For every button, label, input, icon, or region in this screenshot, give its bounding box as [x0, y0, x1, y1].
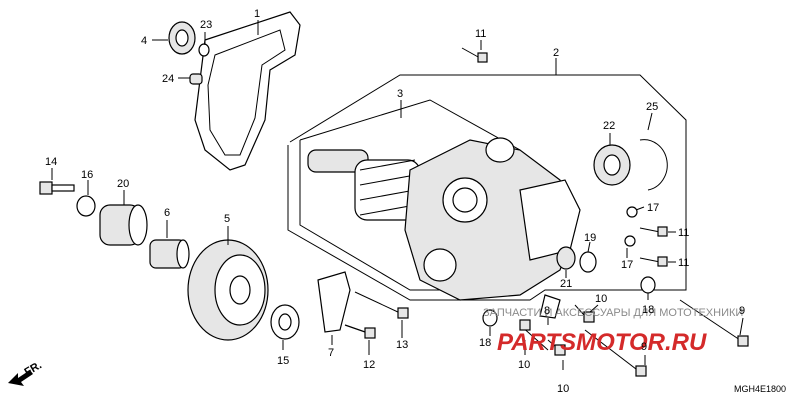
bracket-part-7	[317, 271, 351, 333]
bolt-part-10-a	[574, 304, 595, 323]
watermark-tagline: ЗАПЧАСТИ И АКСЕССУАРЫ ДЛЯ МОТОТЕХНИКИ	[483, 307, 743, 319]
washer-part-17-a	[626, 206, 638, 218]
front-marker-label: FR.	[23, 359, 44, 378]
gear-part-5	[187, 239, 269, 341]
gasket-part	[194, 11, 301, 171]
callout-19: 19	[584, 232, 596, 244]
callout-17-b: 17	[621, 259, 633, 271]
washer-part-17-b	[624, 235, 636, 247]
callout-8: 8	[544, 305, 550, 317]
callout-10-c: 10	[557, 383, 569, 395]
bolt-part-11-mid	[639, 226, 668, 237]
collar-part-6	[149, 239, 190, 269]
callout-13: 13	[396, 339, 408, 351]
callout-22: 22	[603, 120, 615, 132]
callout-18-left: 18	[479, 337, 491, 349]
leader-lines	[51, 20, 744, 370]
callout-21: 21	[560, 278, 572, 290]
bearing-part-22	[593, 144, 631, 186]
callout-9-bottom: 9	[641, 341, 647, 353]
bolt-part-13	[354, 291, 409, 319]
washer-part-15	[270, 304, 300, 340]
seal-part-19	[579, 251, 597, 273]
callout-23: 23	[200, 19, 212, 31]
diagram-code: MGH4E1800	[734, 384, 786, 394]
callout-24: 24	[162, 73, 174, 85]
callout-7: 7	[328, 347, 334, 359]
callout-18-right: 18	[642, 304, 654, 316]
callout-11-low: 11	[678, 257, 689, 269]
bolt-part-10-c	[547, 339, 566, 356]
oil-seal-part	[168, 21, 196, 55]
callout-17-a: 17	[647, 202, 659, 214]
callout-20: 20	[117, 178, 129, 190]
callout-11-top: 11	[475, 28, 486, 40]
callout-15: 15	[277, 355, 289, 367]
bolt-part-14	[39, 181, 75, 195]
callout-2: 2	[553, 47, 559, 59]
watermark-brand: PARTSMOTOR.RU	[497, 329, 707, 356]
bolt-part-11-low	[639, 256, 668, 267]
bolt-part-11-top	[461, 47, 488, 63]
circlip-part	[639, 139, 668, 191]
callout-6: 6	[164, 207, 170, 219]
bolt-part-10-b	[519, 319, 549, 351]
bolt-part-9-a	[679, 299, 749, 347]
callout-1: 1	[254, 8, 260, 20]
bolt-part-12	[344, 324, 376, 339]
bearing-part-20	[99, 204, 148, 246]
callout-5: 5	[224, 213, 230, 225]
washer-part-18-b	[640, 276, 656, 294]
front-arrow-icon	[8, 370, 33, 386]
gearcase-housing-part	[307, 137, 581, 301]
seal-part-21	[556, 246, 576, 270]
callout-9-right: 9	[739, 305, 745, 317]
dowel-pin-part	[189, 73, 203, 85]
callout-25: 25	[646, 101, 658, 113]
washer-part	[198, 43, 210, 57]
callout-3: 3	[397, 88, 403, 100]
callout-12: 12	[363, 359, 375, 371]
washer-part-18-a	[482, 309, 498, 327]
callout-11-mid: 11	[678, 227, 689, 239]
callout-10-a: 10	[595, 293, 607, 305]
washer-part-16	[76, 195, 96, 217]
bolt-part-9-b	[584, 329, 647, 377]
callout-10-b: 10	[518, 359, 530, 371]
assembly-frame-2	[287, 74, 687, 301]
callout-4: 4	[141, 35, 147, 47]
callout-16: 16	[81, 169, 93, 181]
plate-part-8	[539, 294, 561, 319]
callout-14: 14	[45, 156, 57, 168]
